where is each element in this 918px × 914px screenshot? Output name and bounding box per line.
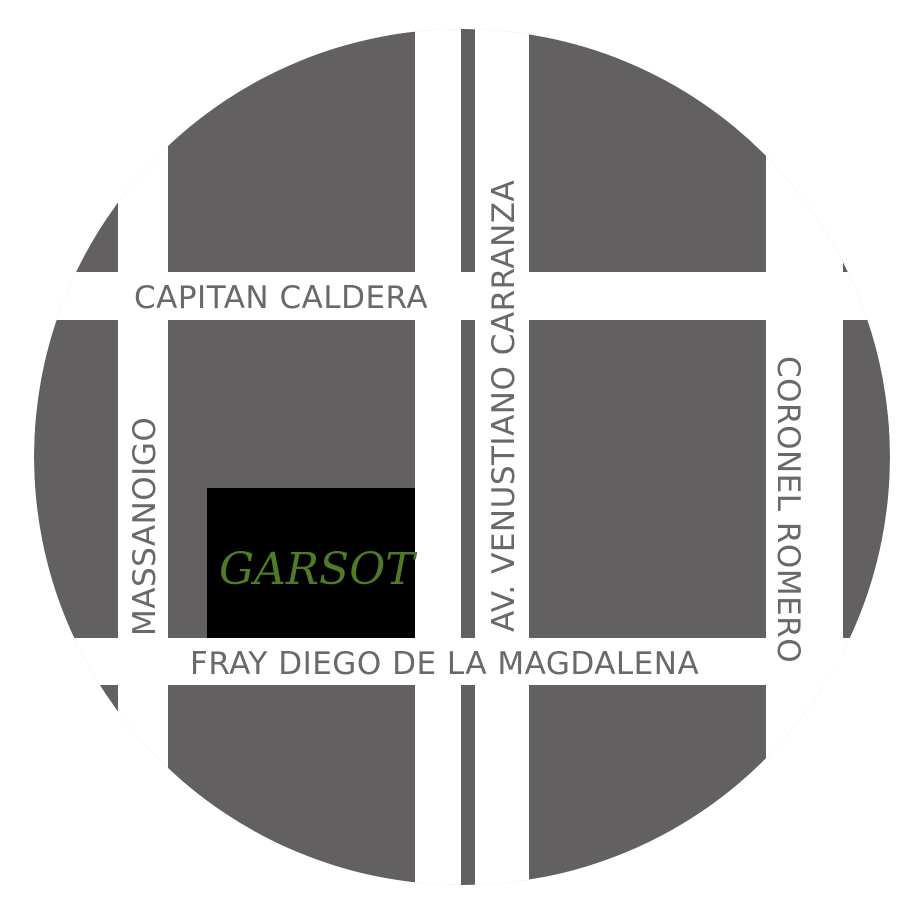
- highlight-block[interactable]: [207, 488, 415, 638]
- street-label-capitan-caldera: CAPITAN CALDERA: [134, 280, 428, 316]
- street-venustiano-right-lane: [475, 29, 529, 885]
- street-label-coronel-romero: CORONEL ROMERO: [770, 356, 806, 663]
- street-fray-diego: [34, 638, 890, 685]
- street-venustiano-left-lane: [415, 29, 461, 885]
- street-label-fray-diego: FRAY DIEGO DE LA MAGDALENA: [190, 646, 699, 682]
- street-label-massanoigo: MASSANOIGO: [127, 417, 163, 636]
- street-capitan-caldera: [34, 272, 890, 320]
- street-label-venustiano-carranza: AV. VENUSTIANO CARRANZA: [486, 180, 522, 632]
- place-label-garsot: GARSOT: [219, 544, 418, 595]
